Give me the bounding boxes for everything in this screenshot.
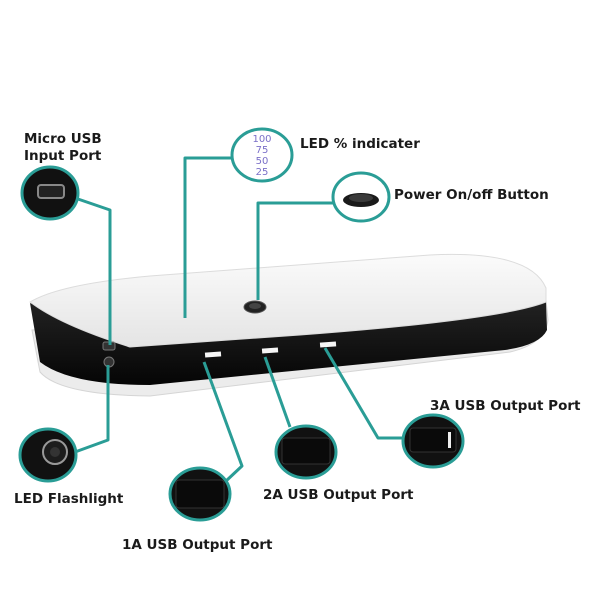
label-led-indicator: LED % indicater [300,136,420,152]
usb-3a-callout [401,413,465,469]
line-power-button [256,201,333,300]
powerbank-body [29,253,549,397]
line-flashlight [74,365,110,454]
label-micro-usb-line1: Micro USB [24,131,102,147]
micro-usb-callout [20,165,80,221]
usb-1a-callout [168,466,232,522]
flashlight-callout [18,427,78,483]
port-1a [204,351,222,358]
label-flashlight: LED Flashlight [14,491,124,507]
label-usb-3a: 3A USB Output Port [430,398,581,414]
port-3a [319,341,337,348]
led-level-50: 50 [256,156,269,167]
line-micro-usb [74,196,112,345]
power-button-callout [331,171,391,223]
label-usb-2a: 2A USB Output Port [263,487,414,503]
label-power-button: Power On/off Button [394,187,549,203]
usb-2a-callout [274,424,338,480]
label-micro-usb: Micro USB Input Port [24,131,102,165]
label-usb-1a: 1A USB Output Port [122,537,273,553]
callout-lines [74,156,403,483]
led-level-100: 100 [252,134,271,145]
led-level-25: 25 [256,167,269,178]
line-led-indicator [183,156,232,318]
port-2a [261,347,279,354]
label-micro-usb-line2: Input Port [24,148,102,164]
led-indicator-callout: 100 75 50 25 [230,127,294,183]
line-usb-3a [323,347,403,440]
led-level-75: 75 [256,145,269,156]
line-usb-2a [263,356,292,428]
line-usb-1a [202,361,244,483]
